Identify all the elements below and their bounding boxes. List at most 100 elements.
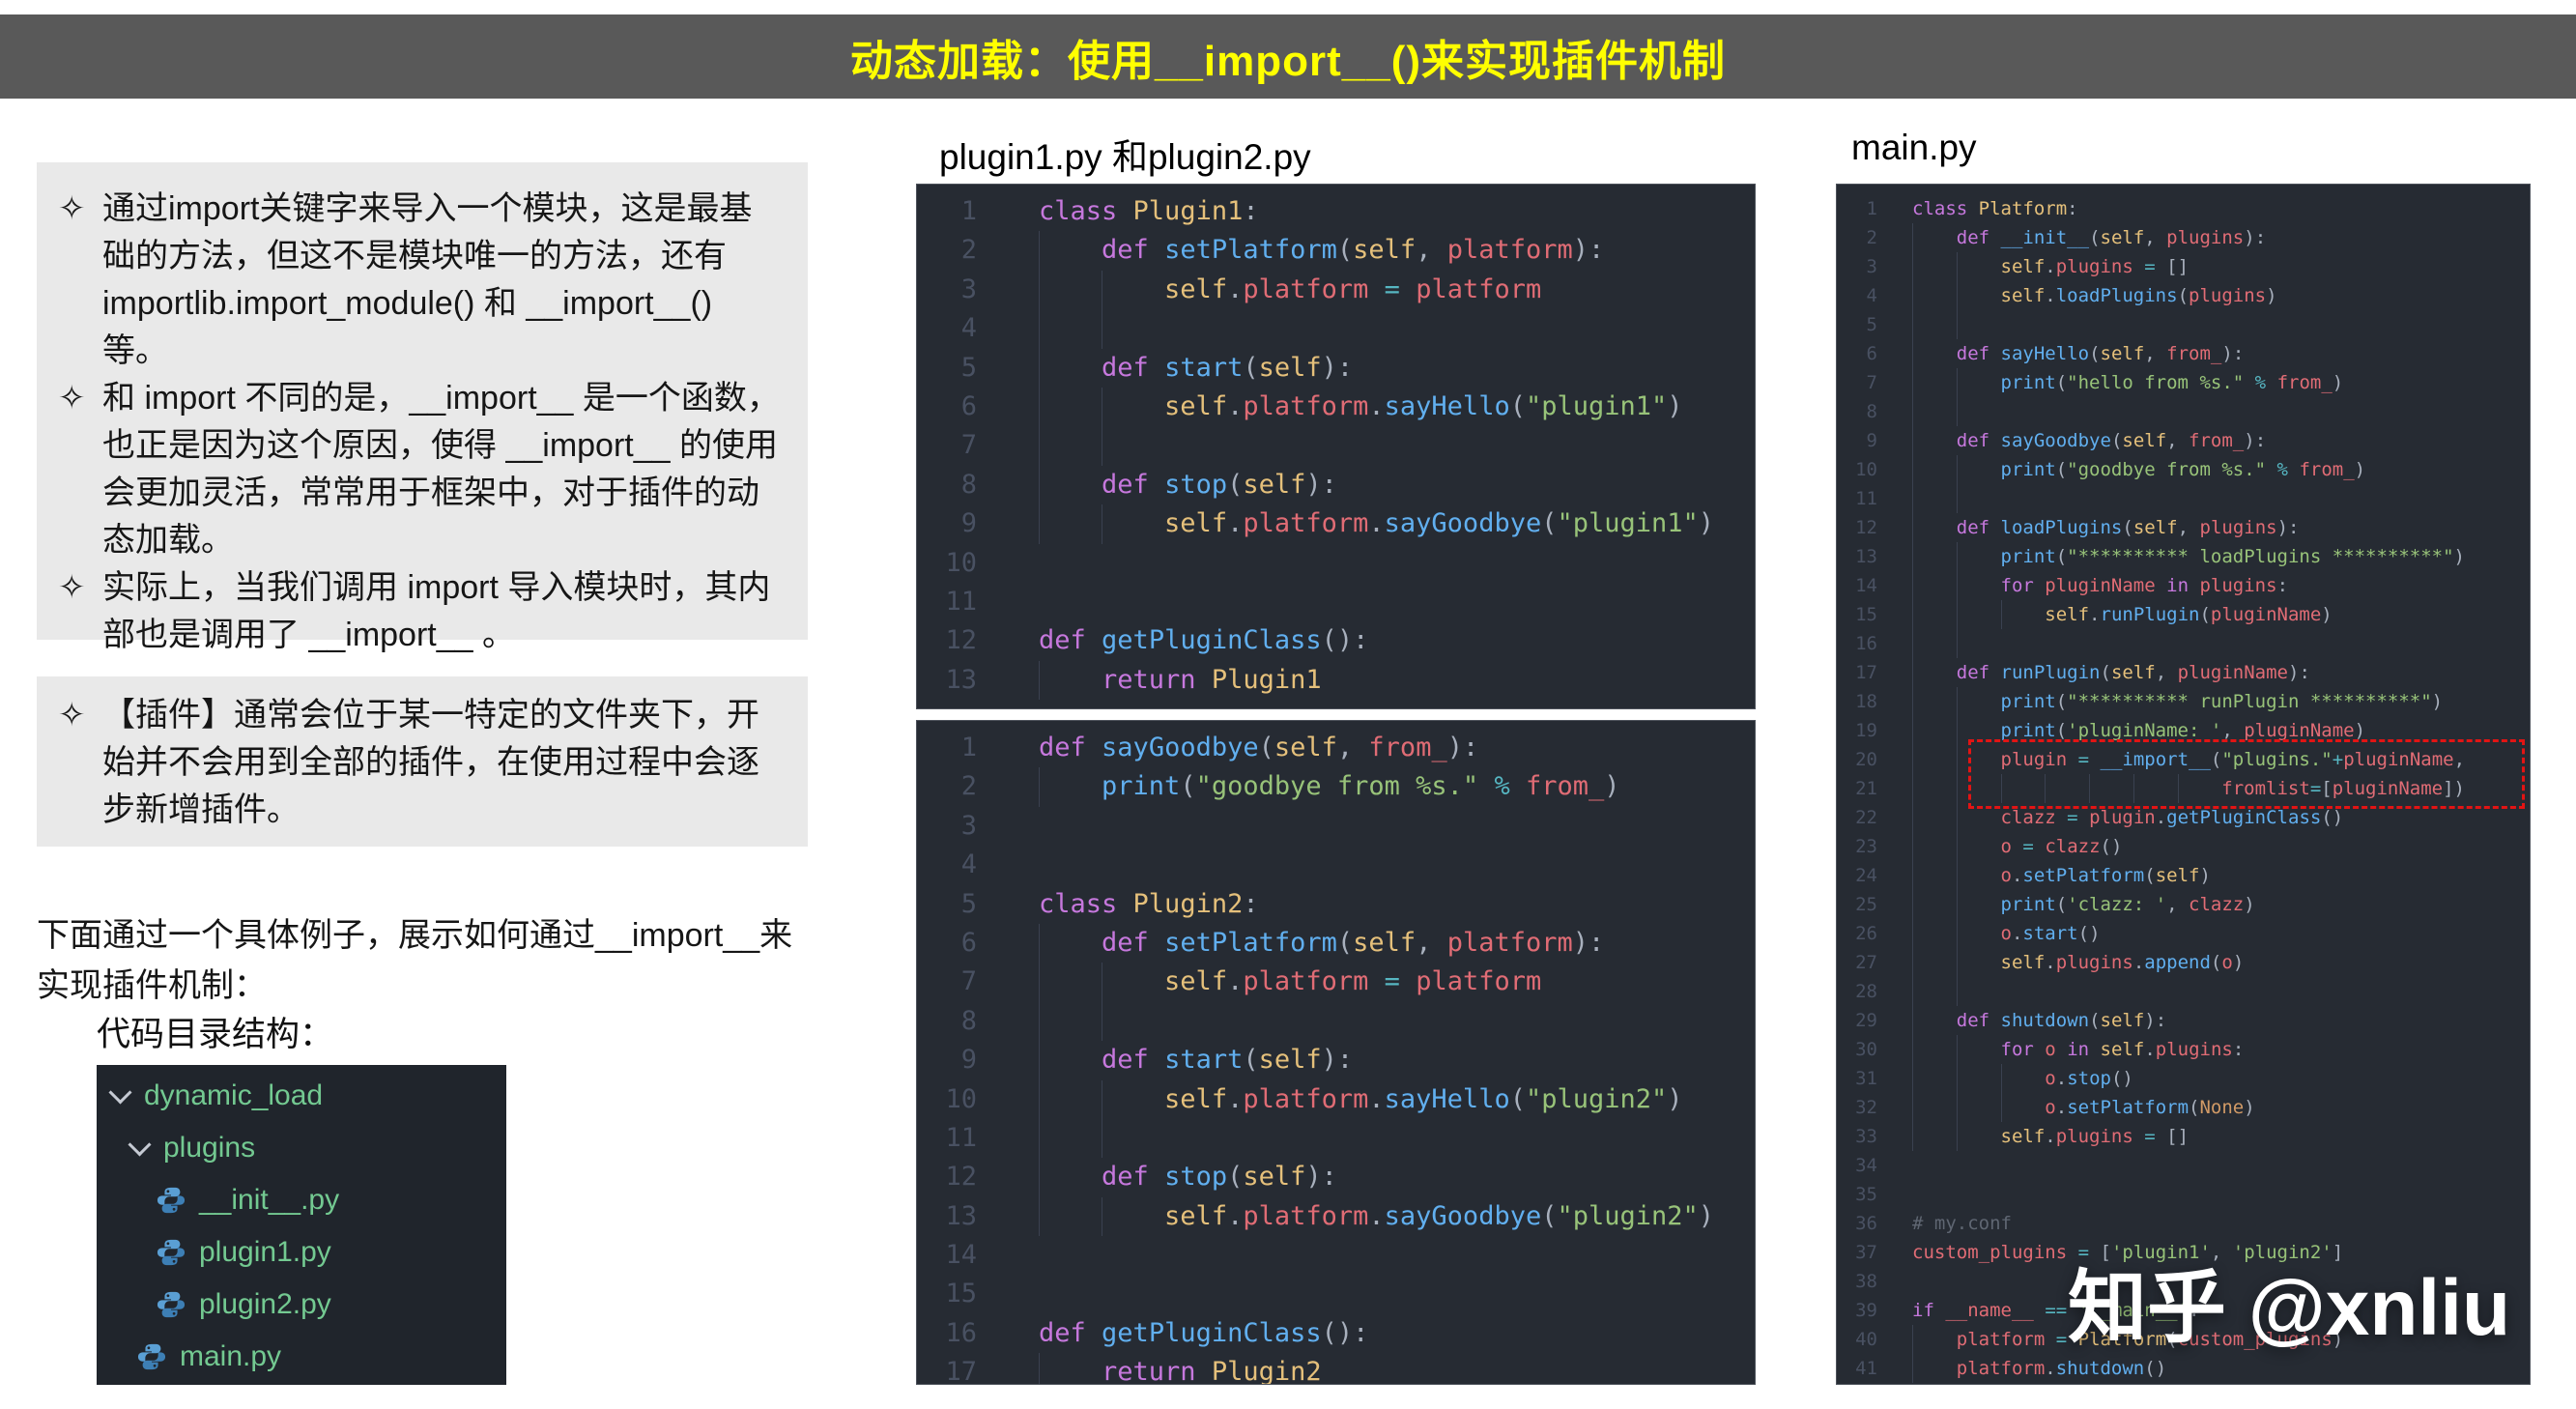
code-token: custom_plugins <box>2177 1329 2333 1350</box>
indent-guide <box>2000 600 2002 629</box>
code-token <box>1989 517 2000 538</box>
indent-guide <box>1039 1158 1040 1197</box>
code-token <box>2056 1039 2067 1060</box>
code-token: ): <box>2244 227 2267 248</box>
indent-guide <box>1039 387 1040 427</box>
code-token: . <box>2132 952 2145 973</box>
code-line-content <box>1912 629 2530 658</box>
indent-guide <box>1912 832 1913 861</box>
code-token: clazz <box>2189 894 2245 915</box>
indent-guide <box>1912 281 1913 310</box>
indent-guide <box>1912 1035 1913 1064</box>
code-token: . <box>1227 1083 1244 1114</box>
code-token <box>1149 470 1164 500</box>
code-token <box>1149 353 1164 383</box>
code-line: 10 <box>917 544 1755 583</box>
code-token: None <box>2199 1097 2245 1118</box>
code-token: start <box>1164 352 1244 383</box>
line-number: 8 <box>960 1005 977 1036</box>
line-number: 32 <box>1855 1097 1877 1118</box>
code-token: ( <box>1541 1200 1558 1231</box>
code-token: self <box>2100 227 2145 248</box>
code-token: custom_plugins <box>1912 1242 2068 1263</box>
code-token: 'clazz: ' <box>2067 894 2167 915</box>
code-token: ( <box>2055 459 2068 480</box>
code-token: . <box>2045 1358 2056 1379</box>
notes-box-import: ✧通过import关键字来导入一个模块，这是最基础的方法，但这不是模块唯一的方法… <box>37 162 808 653</box>
code-token: sayHello <box>1384 1083 1510 1114</box>
indent-guide <box>1956 571 1958 600</box>
directory-structure-label: 代码目录结构： <box>97 1016 334 1053</box>
code-token: def <box>1956 227 1990 248</box>
code-token: ) <box>1698 508 1715 539</box>
code-token <box>2133 256 2144 277</box>
code-token: self <box>1353 235 1417 266</box>
indent-guide <box>1912 542 1913 571</box>
indent-guide <box>1039 231 1040 271</box>
code-token <box>1368 274 1384 304</box>
code-line-content: def stop(self): <box>1039 465 1755 505</box>
code-token <box>1934 1300 1945 1321</box>
code-token: class <box>1039 196 1118 226</box>
code-token: ( <box>1258 733 1274 762</box>
line-number: 6 <box>960 390 977 421</box>
code-token: ( <box>1336 927 1354 958</box>
code-token: ) <box>1698 1200 1715 1231</box>
code-token: = <box>2077 749 2090 770</box>
code-token: ( <box>1180 771 1196 802</box>
code-token: plugin <box>2000 749 2068 770</box>
code-token: class <box>1039 888 1118 919</box>
code-line-content: print("hello from %s." % from_) <box>1912 368 2530 397</box>
code-token: , <box>2210 1242 2233 1263</box>
zhihu-watermark: 知乎 @xnliu <box>2068 1264 2511 1352</box>
code-token: self <box>1164 508 1228 539</box>
line-number: 3 <box>960 810 977 841</box>
code-token: class <box>1912 198 1968 219</box>
code-line: 5 <box>1837 310 2530 339</box>
line-number: 25 <box>1855 894 1877 915</box>
code-token <box>1912 1068 2045 1089</box>
line-number: 15 <box>945 1279 977 1309</box>
code-line-content: o = clazz() <box>1912 832 2530 861</box>
indent-guide <box>1956 1093 1958 1122</box>
line-number: 31 <box>1855 1068 1877 1089</box>
code-token: ( <box>2199 604 2211 625</box>
line-number: 3 <box>960 273 977 304</box>
code-token: print <box>2000 459 2056 480</box>
indent-guide <box>1039 426 1040 466</box>
indent-guide <box>1912 252 1913 281</box>
code-token: '__main__' <box>2077 1300 2190 1321</box>
code-line-content <box>1039 1275 1755 1313</box>
line-number: 4 <box>960 313 977 344</box>
line-number: 17 <box>1855 662 1877 683</box>
code-line-content <box>1912 1151 2530 1180</box>
code-token: start <box>2022 923 2078 944</box>
code-token: . <box>2011 865 2023 886</box>
code-token <box>1912 343 1957 364</box>
line-number: 36 <box>1855 1213 1877 1234</box>
code-token: plugins <box>2199 575 2277 596</box>
code-token <box>1149 1045 1164 1075</box>
line-number: 3 <box>1866 256 1877 277</box>
code-token: platform <box>1243 1200 1369 1231</box>
code-token <box>2034 575 2045 596</box>
code-line-content: print('pluginName: ', pluginName) <box>1912 716 2530 745</box>
code-line-content: custom_plugins = ['plugin1', 'plugin2'] <box>1912 1238 2530 1267</box>
code-line-content: self.platform = platform <box>1039 270 1755 310</box>
line-number: 13 <box>945 664 977 695</box>
code-line-content <box>1039 1001 1755 1042</box>
code-line-content: print('clazz: ', clazz) <box>1912 890 2530 919</box>
code-token: clazz <box>2045 836 2101 857</box>
code-token: platform <box>1416 966 1542 997</box>
code-token: pluginName <box>2045 575 2156 596</box>
code-line: 4 <box>917 309 1755 349</box>
indent-guide <box>1039 504 1040 544</box>
code-line: 13 return Plugin1 <box>917 660 1755 701</box>
code-token: ) <box>1604 771 1620 802</box>
code-line-content: class Platform: <box>1912 194 2530 223</box>
code-token: ): <box>1446 733 1479 762</box>
code-token: ( <box>2100 662 2111 683</box>
